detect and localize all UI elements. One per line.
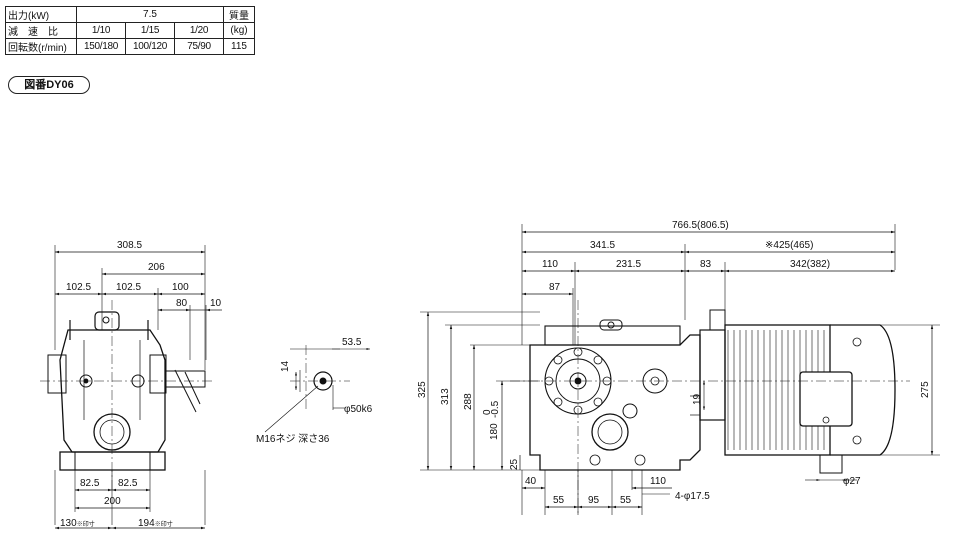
- dim-10: 10: [210, 298, 222, 309]
- dim-194: 194※印寸: [138, 518, 173, 529]
- dim-motor-len: ※425(465): [765, 240, 813, 251]
- dim-313: 313: [440, 388, 451, 405]
- dim-95: 95: [588, 495, 600, 506]
- dim-total: 766.5(806.5): [672, 220, 729, 231]
- dim-130: 130※印寸: [60, 518, 95, 529]
- dim-19: 19: [692, 393, 703, 405]
- speed-3: 75/90: [174, 38, 224, 55]
- dim-342: 342(382): [790, 259, 830, 270]
- tap-note: M16ネジ 深さ36: [256, 433, 330, 445]
- dim-231: 231.5: [616, 259, 641, 270]
- dim-base-82a: 82.5: [80, 478, 100, 489]
- dim-110-bottom: 110: [650, 476, 666, 487]
- dim-25: 25: [509, 458, 520, 470]
- dim-55b: 55: [620, 495, 632, 506]
- dim-55a: 55: [553, 495, 565, 506]
- dim-110-top: 110: [542, 259, 558, 270]
- dim-288: 288: [463, 393, 474, 410]
- dim-308: 308.5: [117, 240, 142, 251]
- dim-53: 53.5: [342, 337, 362, 348]
- dim-phi50: φ50k6: [344, 404, 373, 415]
- dim-14: 14: [280, 360, 291, 372]
- dim-base-200: 200: [104, 496, 121, 507]
- dim-102a: 102.5: [66, 282, 91, 293]
- front-view: [40, 245, 222, 530]
- shaft-detail: [264, 345, 370, 433]
- dim-206: 206: [148, 262, 165, 273]
- dim-40: 40: [525, 476, 537, 487]
- dim-gear-len: 341.5: [590, 240, 615, 251]
- dim-275: 275: [920, 381, 931, 398]
- dim-180-tol-bot: -0.5: [490, 400, 501, 418]
- weight-value: 115: [223, 38, 255, 55]
- dim-100: 100: [172, 282, 189, 293]
- shaft-labels: 53.5 14 φ50k6 M16ネジ 深さ36: [256, 337, 373, 445]
- side-view-labels: 766.5(806.5) 341.5 ※425(465) 110 231.5 8…: [417, 220, 931, 506]
- dim-102b: 102.5: [116, 282, 141, 293]
- drawing-number-tag: 図番DY06: [8, 76, 90, 94]
- dim-80: 80: [176, 298, 188, 309]
- dim-325: 325: [417, 381, 428, 398]
- spec-table: 出力(kW) 7.5 質量 減 速 比 1/10 1/15 1/20 (kg) …: [5, 6, 255, 55]
- dim-180-tol-top: 0: [482, 409, 493, 415]
- dim-holes: 4-φ17.5: [675, 491, 710, 502]
- dim-83: 83: [700, 259, 712, 270]
- dim-87: 87: [549, 282, 561, 293]
- dim-base-82b: 82.5: [118, 478, 138, 489]
- dim-180: 180: [489, 423, 500, 440]
- side-view: [420, 224, 940, 515]
- front-view-labels: 308.5 206 102.5 102.5 100 80 10 82.5 82.…: [60, 240, 222, 529]
- dim-phi27: φ27: [843, 476, 861, 487]
